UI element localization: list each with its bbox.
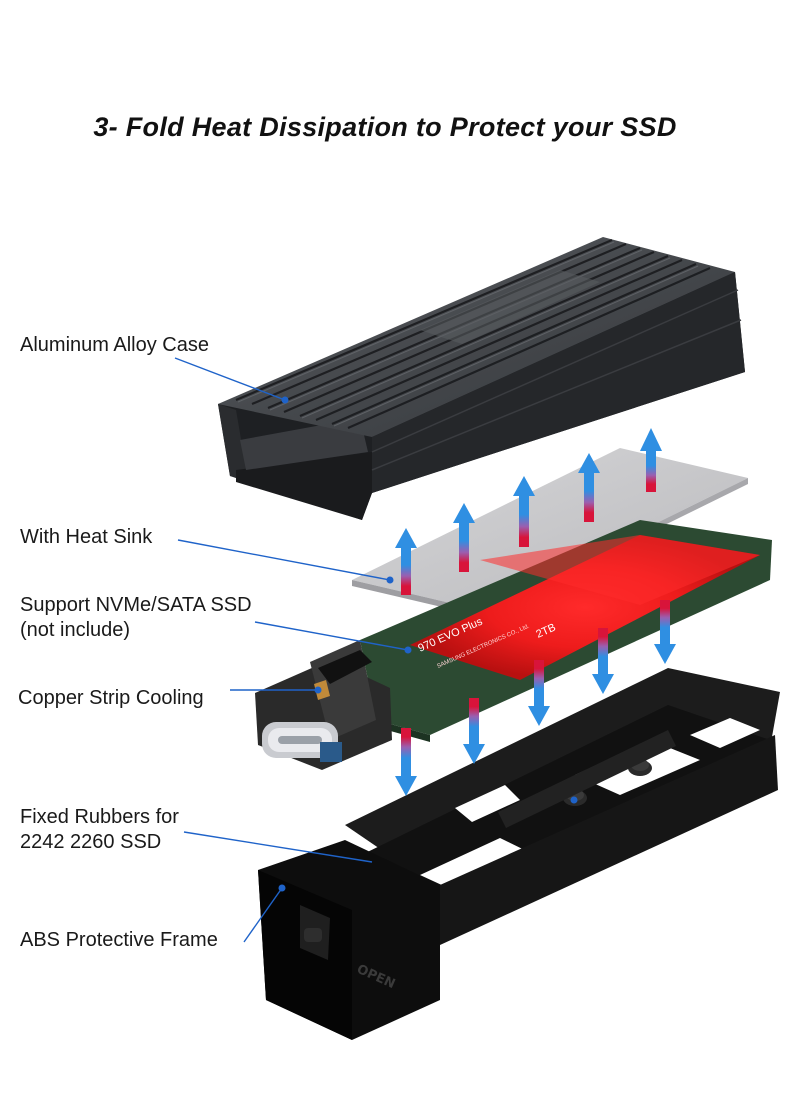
label-ssd-not-include: (not include) [20,619,131,641]
arrow-up-4 [578,453,600,522]
arrow-up-1 [395,528,417,595]
heat-arrows-up [395,428,662,595]
page-title: 3- Fold Heat Dissipation to Protect your… [93,112,677,142]
arrow-down-5 [654,600,676,664]
arrow-up-2 [453,503,475,572]
aluminum-case [218,237,745,520]
label-ssd-support: Support NVMe/SATA SSD [20,594,252,616]
callout-line-rubbers [183,831,373,863]
usb-c-plug [262,722,338,758]
heat-arrows-down [395,600,676,796]
arrow-down-4 [592,628,614,694]
callout-line-ssd [254,621,409,651]
callout-lines [174,357,409,943]
label-abs-frame: ABS Protective Frame [20,929,218,951]
ssd-board [255,520,772,770]
arrow-up-3 [513,476,535,547]
label-heat-sink: With Heat Sink [20,526,153,548]
arrow-down-2 [463,698,485,764]
callout-line-frame [243,887,283,943]
callout-dots [278,396,578,892]
callout-line-heatsink [177,539,391,581]
abs-frame [258,668,780,1040]
label-ssd-sizes: 2242 2260 SSD [20,831,162,853]
label-fixed-rubbers: Fixed Rubbers for [20,806,179,828]
callout-line-case [174,357,286,401]
arrow-down-3 [528,660,550,726]
arrow-down-1 [395,728,417,796]
label-aluminum-case: Aluminum Alloy Case [20,334,209,356]
arrow-up-5 [640,428,662,492]
label-copper-strip: Copper Strip Cooling [18,687,204,709]
